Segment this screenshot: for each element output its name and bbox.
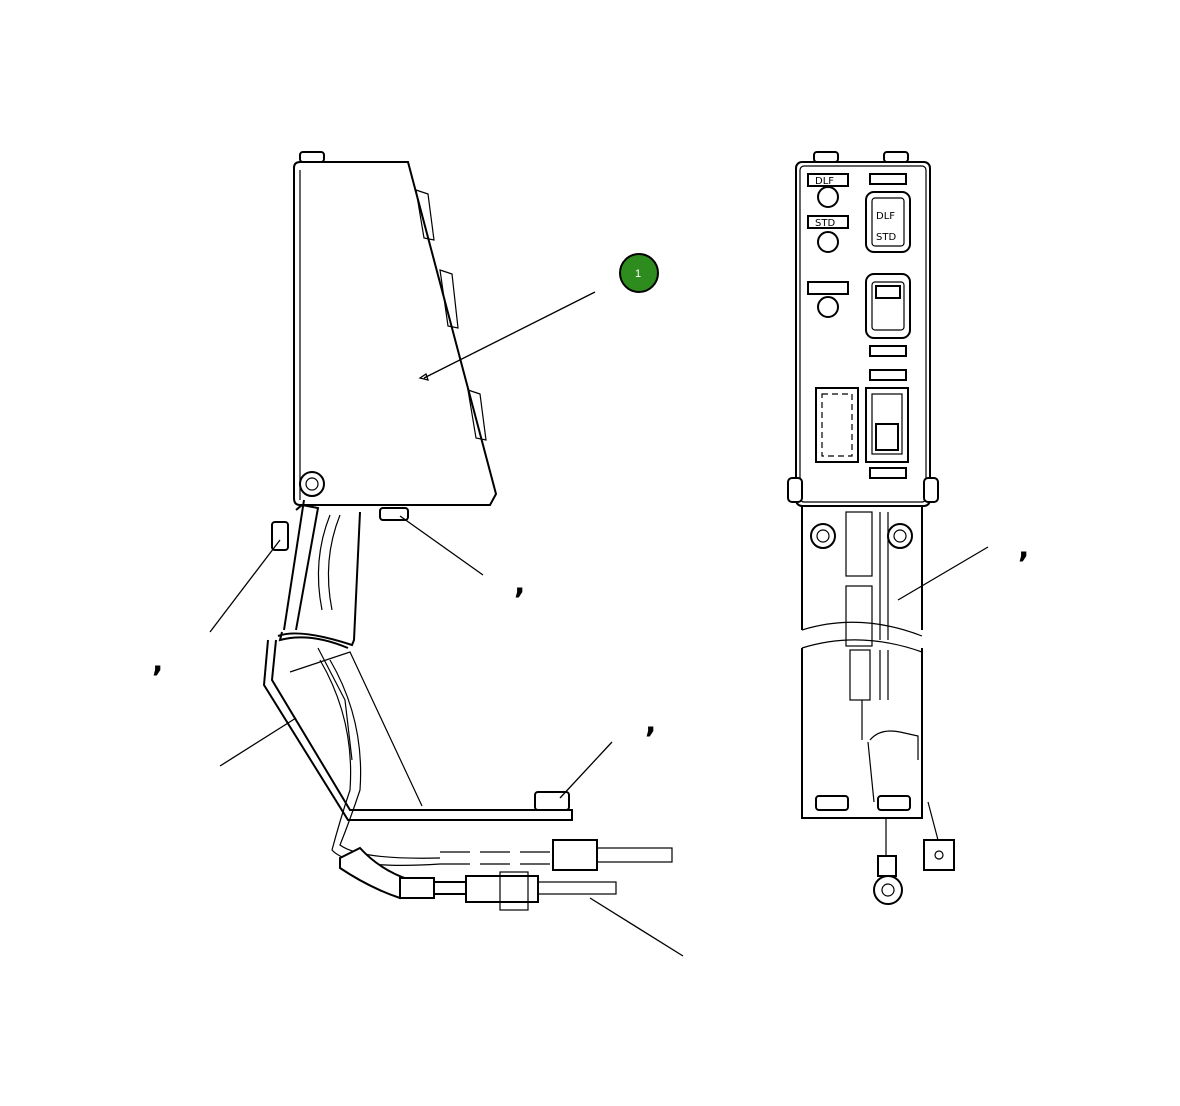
dlf-std-rocker-switch [865,191,911,253]
side-mount-bolt [299,471,325,497]
dlf-indicator [817,186,839,208]
leader-mark-3: , [645,705,656,740]
adj-indicator [817,296,839,318]
front-leader-line [897,546,989,601]
leader-mark-4: , [1018,530,1029,565]
side-view-assembly [262,151,673,911]
leader-mark-1: , [514,566,525,601]
control-box-side [293,161,498,506]
callout-circle[interactable] [619,253,659,293]
rocker-dlf-label: DLF [876,211,895,222]
callout-1[interactable]: 1 [619,253,659,293]
std-label: STD [815,218,835,229]
std-indicator [817,231,839,253]
side-leader-lines [209,291,684,957]
mount-bracket [262,499,573,821]
callout-number: 1 [635,268,641,280]
rocker-std-label: STD [876,232,896,243]
side-top-bolt [299,151,325,163]
dlf-label: DLF [815,176,834,187]
front-view-assembly: DLF STD DLF STD [787,151,955,905]
leader-mark-2: , [152,644,163,679]
panel-label-plate [815,387,859,463]
